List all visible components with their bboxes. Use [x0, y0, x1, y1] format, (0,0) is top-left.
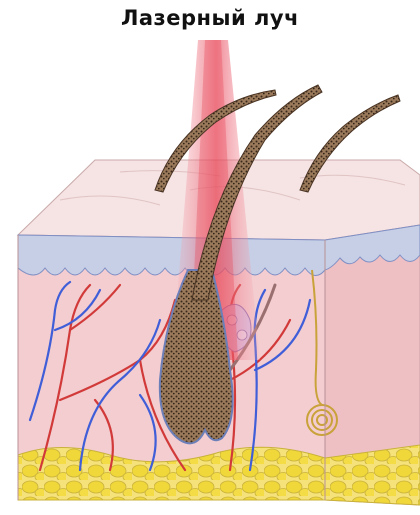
epidermis [18, 235, 325, 276]
